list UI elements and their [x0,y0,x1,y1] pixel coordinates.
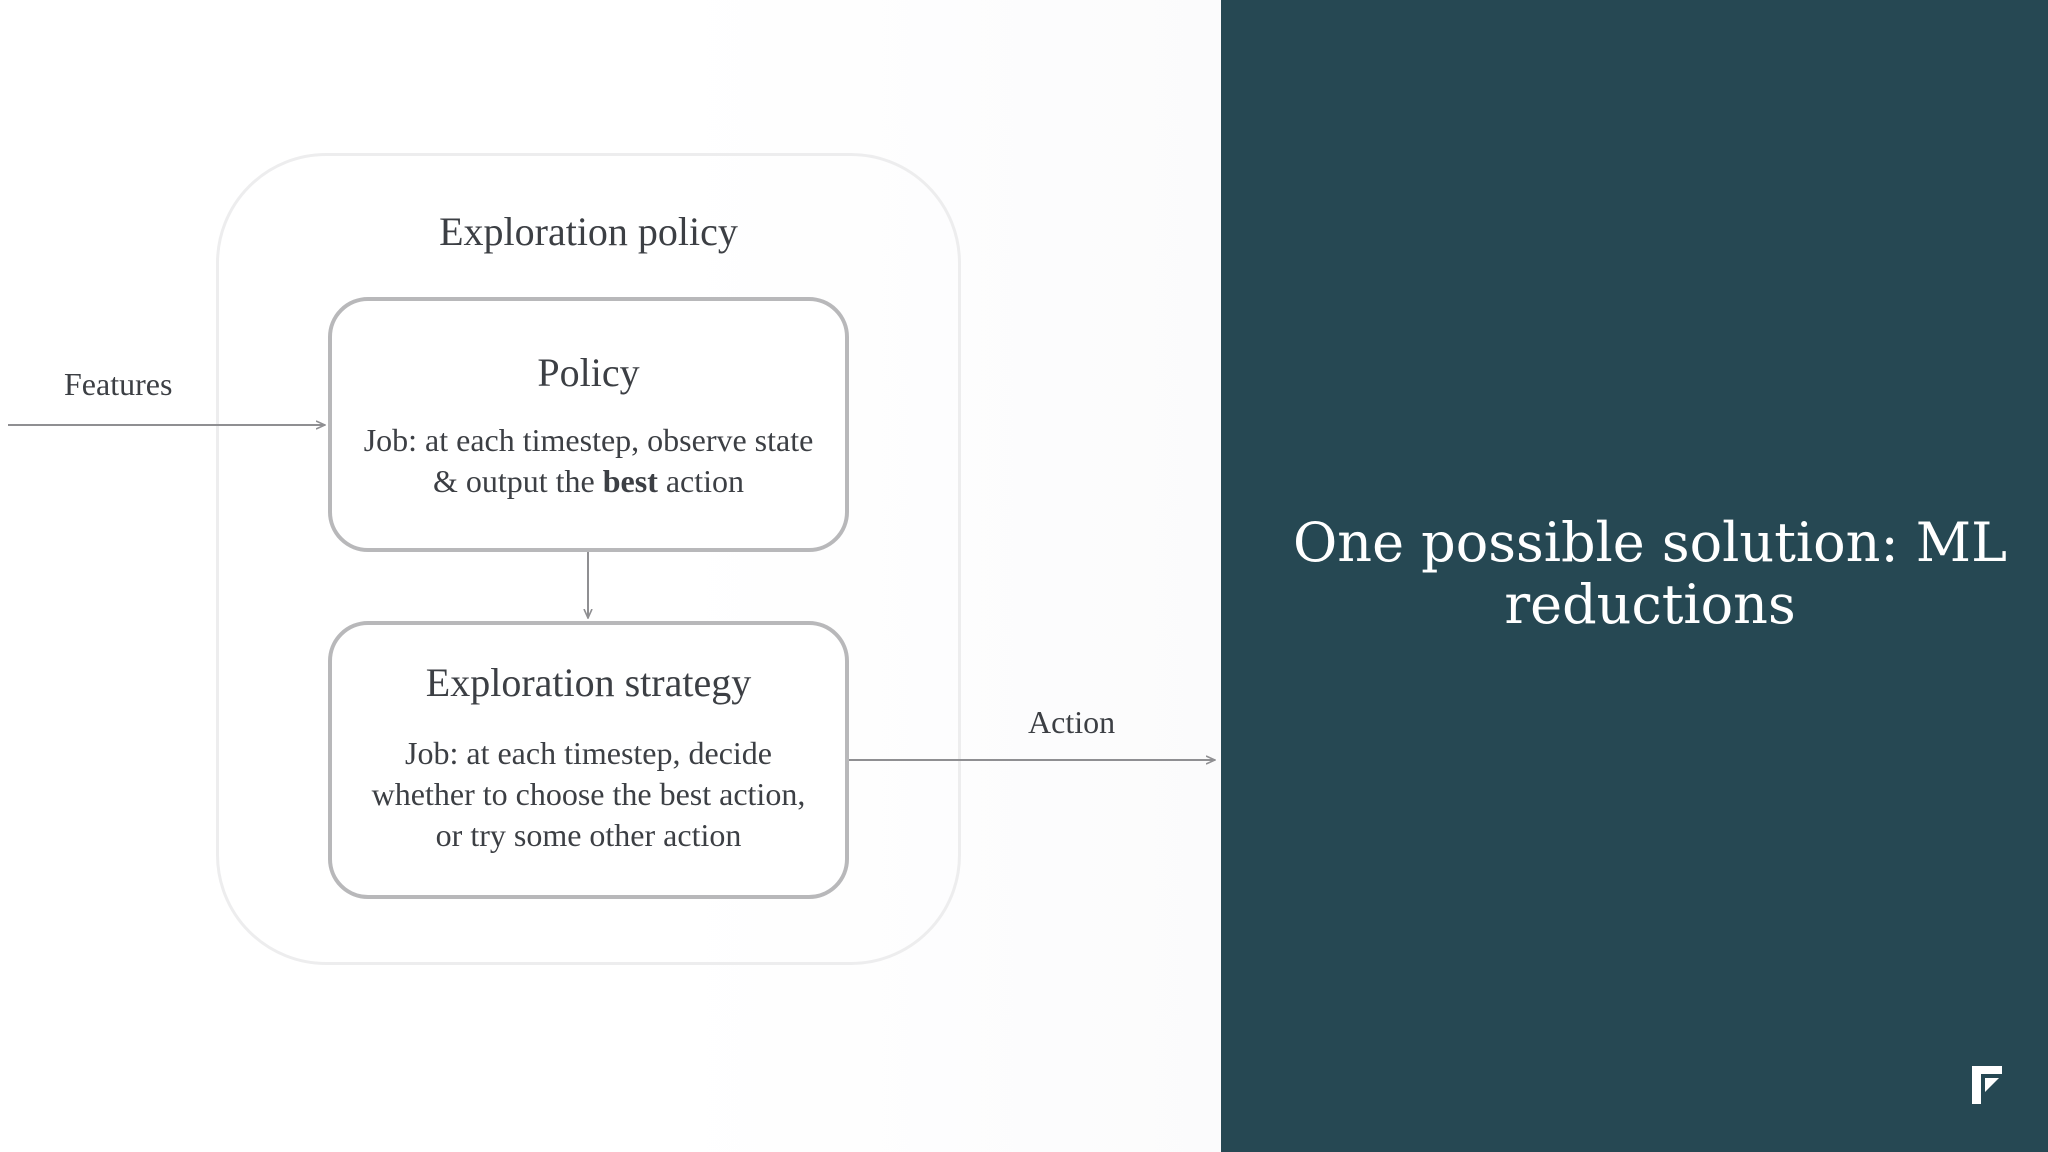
diagram-panel [0,0,1221,1152]
exploration-strategy-description: Job: at each timestep, decide whether to… [332,733,845,856]
policy-description-line-2: & output the best action [342,461,835,502]
strategy-description-line-1: Job: at each timestep, decide [405,735,772,771]
title-panel [1221,0,2048,1152]
strategy-description-line-3: or try some other action [435,817,742,853]
slide-title: One possible solution: ML reductions [1293,511,2007,636]
features-label: Features [64,366,173,402]
policy-node: Policy Job: at each timestep, observe st… [328,297,849,552]
policy-description-emphasis: best [602,463,658,499]
brand-logo-icon [1972,1066,2002,1104]
policy-description: Job: at each timestep, observe state & o… [332,420,845,502]
policy-description-line-1: Job: at each timestep, observe state [363,422,814,458]
action-label: Action [1028,704,1116,740]
exploration-policy-container [216,153,961,965]
exploration-strategy-node: Exploration strategy Job: at each timest… [328,621,849,899]
policy-description-prefix: & output the [432,463,603,499]
strategy-description-line-2: whether to choose the best action, [371,776,806,812]
exploration-strategy-title: Exploration strategy [425,660,752,705]
policy-title: Policy [537,350,640,395]
policy-description-suffix: action [657,463,745,499]
exploration-policy-title: Exploration policy [439,209,738,254]
